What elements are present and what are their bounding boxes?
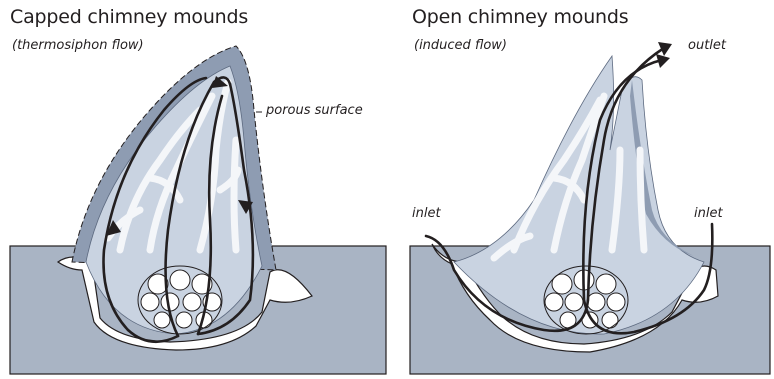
panel-title: Open chimney mounds [412, 6, 628, 28]
inlet-label-left: inlet [412, 206, 441, 221]
panel-title: Capped chimney mounds [10, 6, 248, 28]
open-chimney-panel: Open chimney mounds (induced flow) outle… [404, 0, 774, 379]
flow-arrowheads [656, 42, 672, 68]
panel-subtitle: (thermosiphon flow) [12, 38, 144, 53]
inlet-label-right: inlet [694, 206, 723, 221]
outlet-label: outlet [688, 38, 726, 53]
panel-subtitle: (induced flow) [414, 38, 507, 53]
open-mound-diagram [404, 0, 774, 379]
capped-chimney-panel: Capped chimney mounds (thermosiphon flow… [0, 0, 390, 379]
porous-surface-label: porous surface [266, 103, 363, 118]
capped-mound-diagram [0, 0, 390, 379]
